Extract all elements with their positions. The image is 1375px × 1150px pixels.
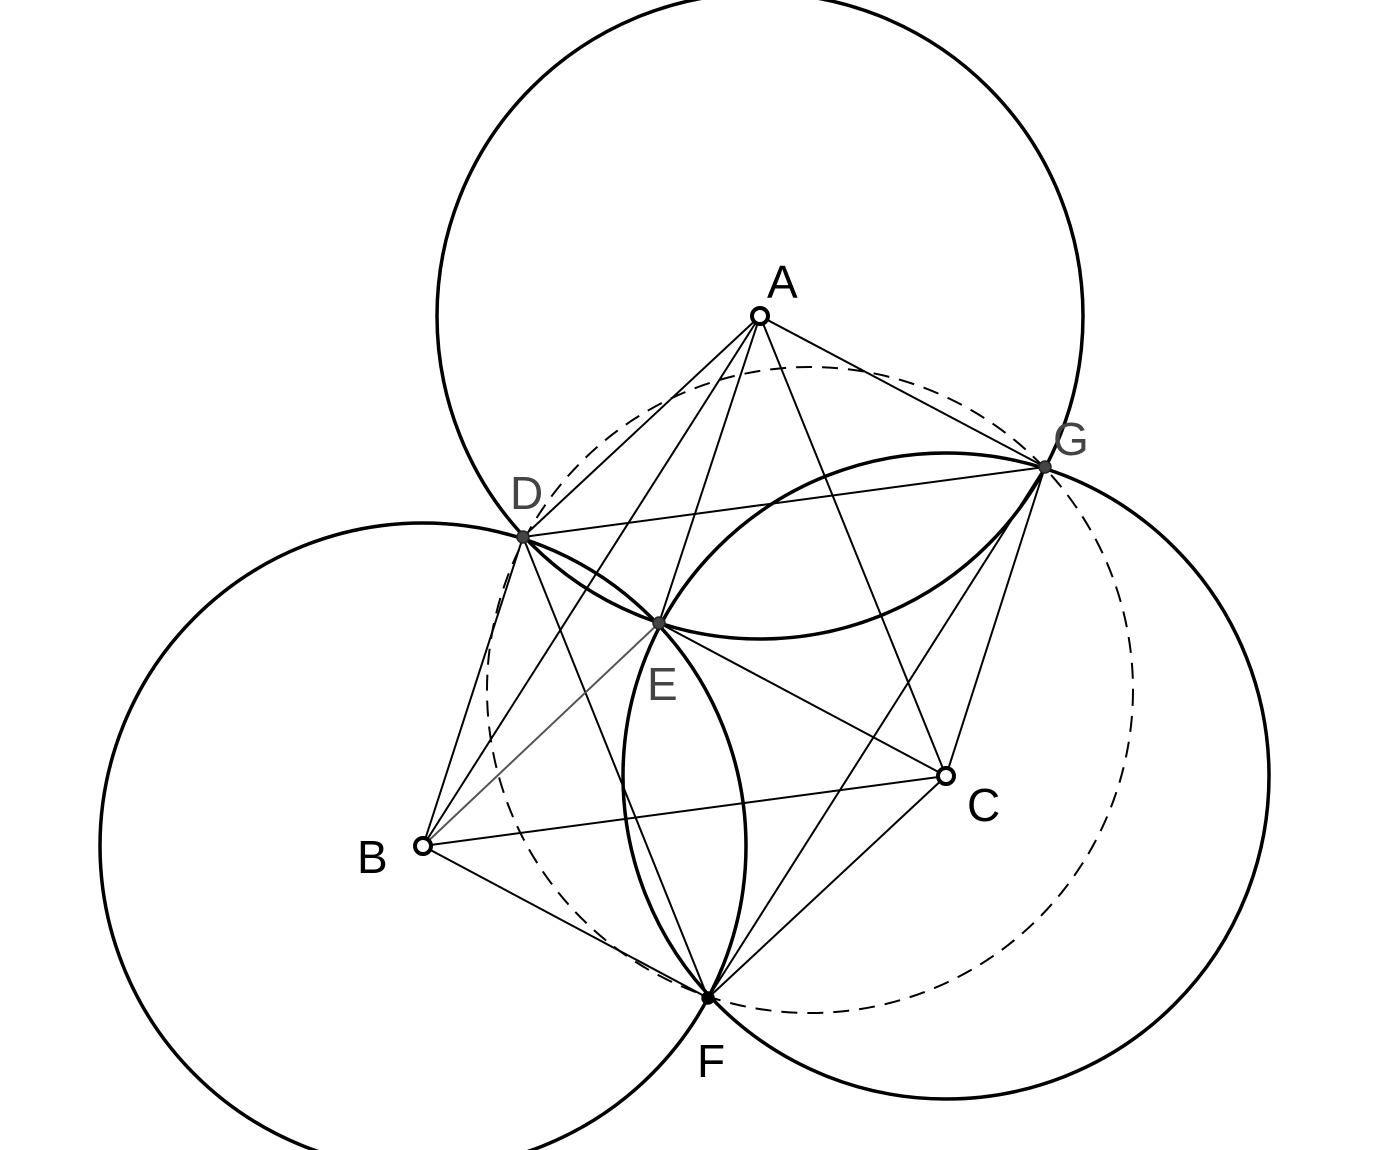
segment-gf — [707, 466, 1046, 999]
point-c — [936, 766, 956, 786]
label-e: E — [647, 658, 678, 710]
segment-ae — [658, 315, 761, 624]
segment-ag — [759, 315, 1046, 468]
segment-df — [522, 536, 709, 999]
label-d: D — [510, 467, 543, 519]
label-g: G — [1053, 413, 1089, 465]
point-d — [516, 530, 530, 544]
circle-c — [621, 451, 1271, 1101]
segment-ec — [658, 622, 947, 777]
segment-ad — [522, 315, 761, 538]
segment-eb — [422, 622, 660, 847]
circle-b — [98, 521, 748, 1150]
label-f: F — [697, 1035, 725, 1087]
segment-gc — [945, 466, 1046, 777]
segment-db — [422, 536, 524, 847]
segment-bf — [422, 845, 709, 999]
segment-ab — [422, 315, 761, 847]
point-f — [701, 991, 715, 1005]
dashed-circle — [486, 366, 1134, 1014]
circle-a — [435, 0, 1085, 641]
point-e — [652, 616, 666, 630]
segment-ac — [759, 315, 947, 777]
label-b: B — [357, 831, 388, 883]
segment-dg — [522, 466, 1046, 538]
point-g — [1038, 460, 1052, 474]
segment-bc — [422, 775, 947, 847]
segment-cf — [707, 775, 947, 999]
label-c: C — [967, 779, 1000, 831]
label-a: A — [767, 256, 798, 308]
point-b — [413, 836, 433, 856]
point-a — [750, 306, 770, 326]
